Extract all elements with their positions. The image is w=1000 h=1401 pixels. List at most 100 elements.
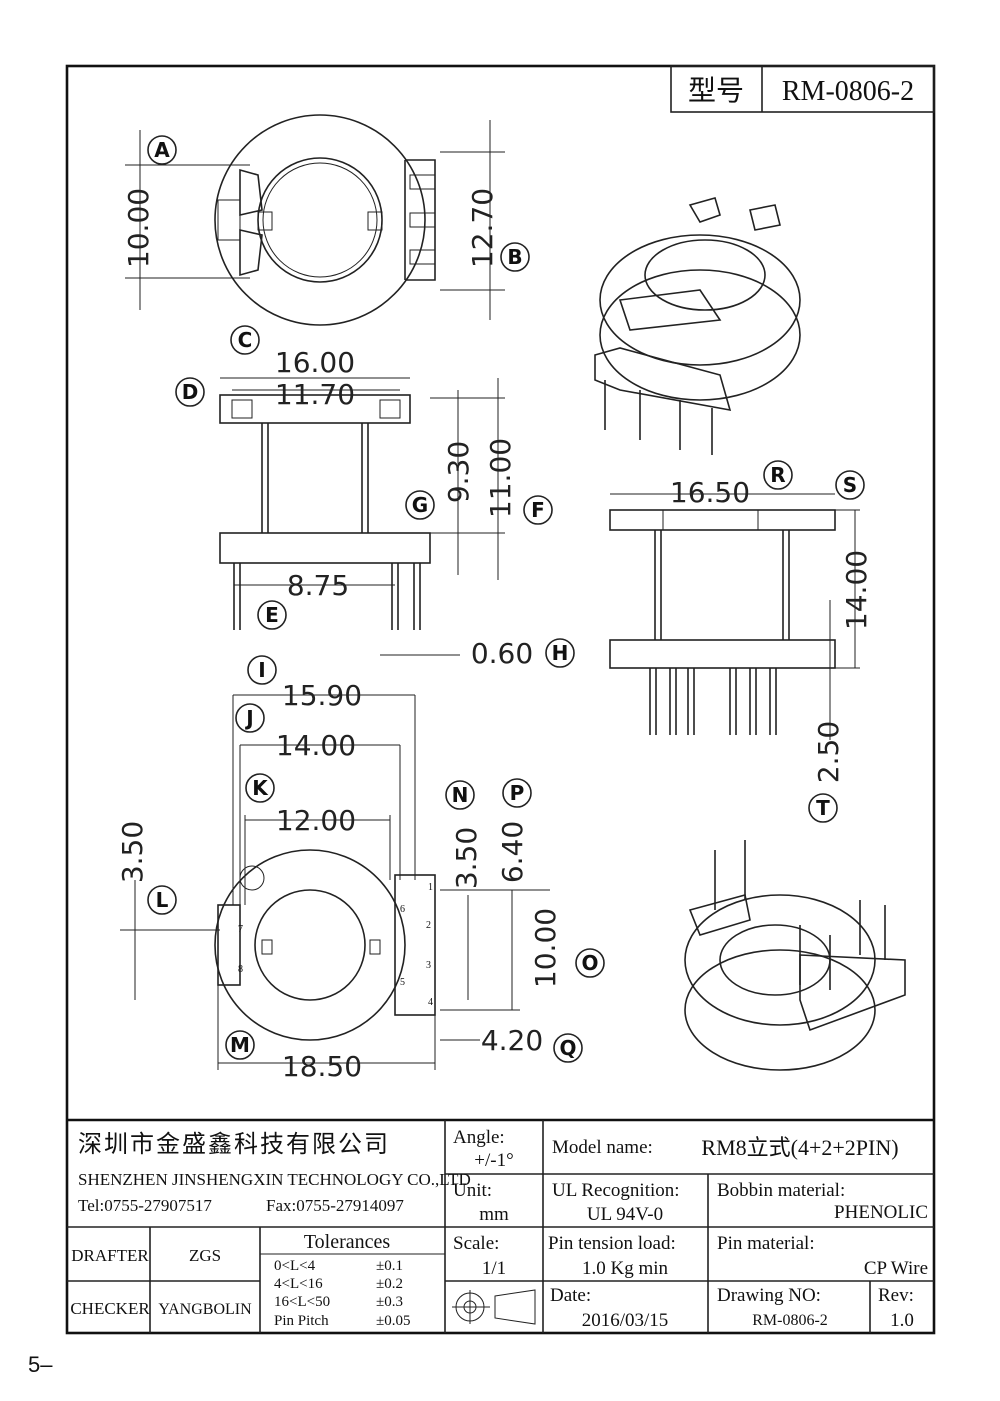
dim-b-w1: 15.90 — [282, 679, 362, 712]
pin-tension-label: Pin tension load: — [548, 1233, 676, 1254]
side-view: 16.50 14.00 2.50 — [609, 476, 873, 783]
callout-e: E — [257, 600, 287, 630]
tolerance-range: 16<L<50 — [274, 1294, 330, 1310]
svg-text:T: T — [816, 796, 830, 820]
callout-p: P — [502, 778, 532, 808]
ul-value: UL 94V-0 — [587, 1204, 663, 1225]
pin-number-5: 5 — [400, 977, 405, 988]
company-tel: Tel:0755-27907517 — [78, 1196, 212, 1215]
model-header: 型号 RM-0806-2 — [670, 65, 935, 113]
pin-number-6: 6 — [400, 904, 405, 915]
dim-b-p: 6.40 — [496, 821, 529, 883]
model-header-value: RM-0806-2 — [782, 76, 914, 107]
svg-text:B: B — [507, 245, 522, 269]
svg-text:L: L — [156, 888, 169, 912]
pin-number-4: 4 — [428, 997, 433, 1008]
pin-tension-value: 1.0 Kg min — [582, 1258, 669, 1279]
dim-b-n: 3.50 — [450, 827, 483, 889]
sheet-border — [65, 64, 936, 1335]
callout-h: H — [545, 638, 575, 668]
scale-label: Scale: — [453, 1233, 499, 1254]
tolerances-title: Tolerances — [304, 1231, 391, 1253]
tolerance-range: 0<L<4 — [274, 1258, 316, 1274]
company-fax: Fax:0755-27914097 — [266, 1196, 404, 1215]
callout-s: S — [835, 470, 865, 500]
svg-text:P: P — [510, 781, 525, 805]
svg-text:A: A — [154, 138, 170, 162]
pin-number-2: 2 — [426, 920, 431, 931]
angle-label: Angle: — [453, 1127, 505, 1148]
checker-label: CHECKER — [70, 1299, 150, 1318]
dim-front-inner: 11.70 — [275, 378, 355, 411]
tolerance-range: Pin Pitch — [274, 1313, 329, 1329]
isometric-view-top — [594, 197, 801, 455]
bobbin-material-label: Bobbin material: — [717, 1180, 845, 1201]
dim-b-o: 10.00 — [529, 908, 562, 988]
drafter-value: ZGS — [189, 1246, 221, 1265]
pin-number-7: 7 — [238, 924, 243, 935]
isometric-view-bottom — [684, 840, 906, 1071]
dim-b-w2: 14.00 — [276, 729, 356, 762]
page-number: 5– — [28, 1352, 53, 1377]
svg-text:N: N — [452, 783, 469, 807]
callout-t: T — [808, 793, 838, 823]
callout-o: O — [575, 948, 605, 978]
projection-symbol — [452, 1289, 536, 1325]
callout-m: M — [225, 1030, 255, 1060]
callout-r: R — [763, 460, 793, 490]
ul-label: UL Recognition: — [552, 1180, 680, 1201]
callout-g: G — [405, 490, 435, 520]
tolerance-value: ±0.1 — [376, 1258, 403, 1274]
unit-label: Unit: — [453, 1180, 492, 1201]
pin-material-value: CP Wire — [864, 1258, 928, 1279]
callout-l: L — [147, 885, 177, 915]
svg-text:Q: Q — [559, 1036, 576, 1060]
svg-text:C: C — [238, 328, 253, 352]
callout-i: I — [247, 655, 277, 685]
svg-text:I: I — [258, 658, 265, 682]
tolerance-value: ±0.05 — [376, 1313, 410, 1329]
callout-k: K — [245, 773, 275, 803]
callout-b: B — [500, 242, 530, 272]
callout-a: A — [147, 135, 177, 165]
callout-j: J — [235, 703, 265, 733]
letter-callouts: A B C D E F G H I J K L M N O P Q R S T — [147, 135, 865, 1063]
callout-q: Q — [553, 1033, 583, 1063]
pin-number-3: 3 — [426, 960, 431, 971]
tolerance-value: ±0.2 — [376, 1276, 403, 1292]
dim-front-h-inner: 9.30 — [442, 441, 475, 503]
svg-text:E: E — [265, 603, 279, 627]
scale-value: 1/1 — [482, 1258, 506, 1279]
callout-d: D — [175, 377, 205, 407]
svg-text:M: M — [230, 1033, 250, 1057]
model-name-value: RM8立式(4+2+2PIN) — [701, 1135, 898, 1160]
dim-pin-dia: 0.60 — [471, 637, 533, 670]
bobbin-material-value: PHENOLIC — [834, 1202, 928, 1223]
bottom-view: 15.90 14.00 12.00 3.50 3.50 6.40 10.00 4… — [116, 679, 562, 1083]
svg-text:K: K — [252, 776, 269, 800]
dim-side-width: 16.50 — [670, 476, 750, 509]
drawing-no-label: Drawing NO: — [717, 1285, 821, 1306]
svg-text:F: F — [531, 498, 545, 522]
dim-front-outer: 16.00 — [275, 346, 355, 379]
svg-text:O: O — [581, 951, 598, 975]
tolerance-value: ±0.3 — [376, 1294, 403, 1310]
drafter-label: DRAFTER — [71, 1246, 149, 1265]
front-view: 16.00 11.70 9.30 11.00 8.75 0.60 — [219, 346, 533, 670]
pin-number-8: 8 — [238, 964, 243, 975]
tolerance-table: 0<L<4 ±0.1 4<L<16 ±0.2 16<L<50 ±0.3 Pin … — [274, 1258, 410, 1329]
checker-value: YANGBOLIN — [158, 1301, 252, 1318]
model-header-label: 型号 — [688, 75, 744, 107]
dim-b-w3: 12.00 — [276, 804, 356, 837]
company-name-en: SHENZHEN JINSHENGXIN TECHNOLOGY CO.,LTD — [78, 1170, 471, 1189]
svg-text:D: D — [182, 380, 199, 404]
svg-text:H: H — [552, 641, 569, 665]
callout-c: C — [230, 325, 260, 355]
company-name-cn: 深圳市金盛鑫科技有限公司 — [78, 1131, 390, 1158]
dim-pin-len: 2.50 — [812, 721, 845, 783]
pin-material-label: Pin material: — [717, 1233, 815, 1254]
drawing-no-value: RM-0806-2 — [752, 1312, 828, 1329]
unit-value: mm — [479, 1204, 509, 1225]
rev-value: 1.0 — [890, 1310, 914, 1331]
dim-front-h-outer: 11.00 — [484, 438, 517, 518]
